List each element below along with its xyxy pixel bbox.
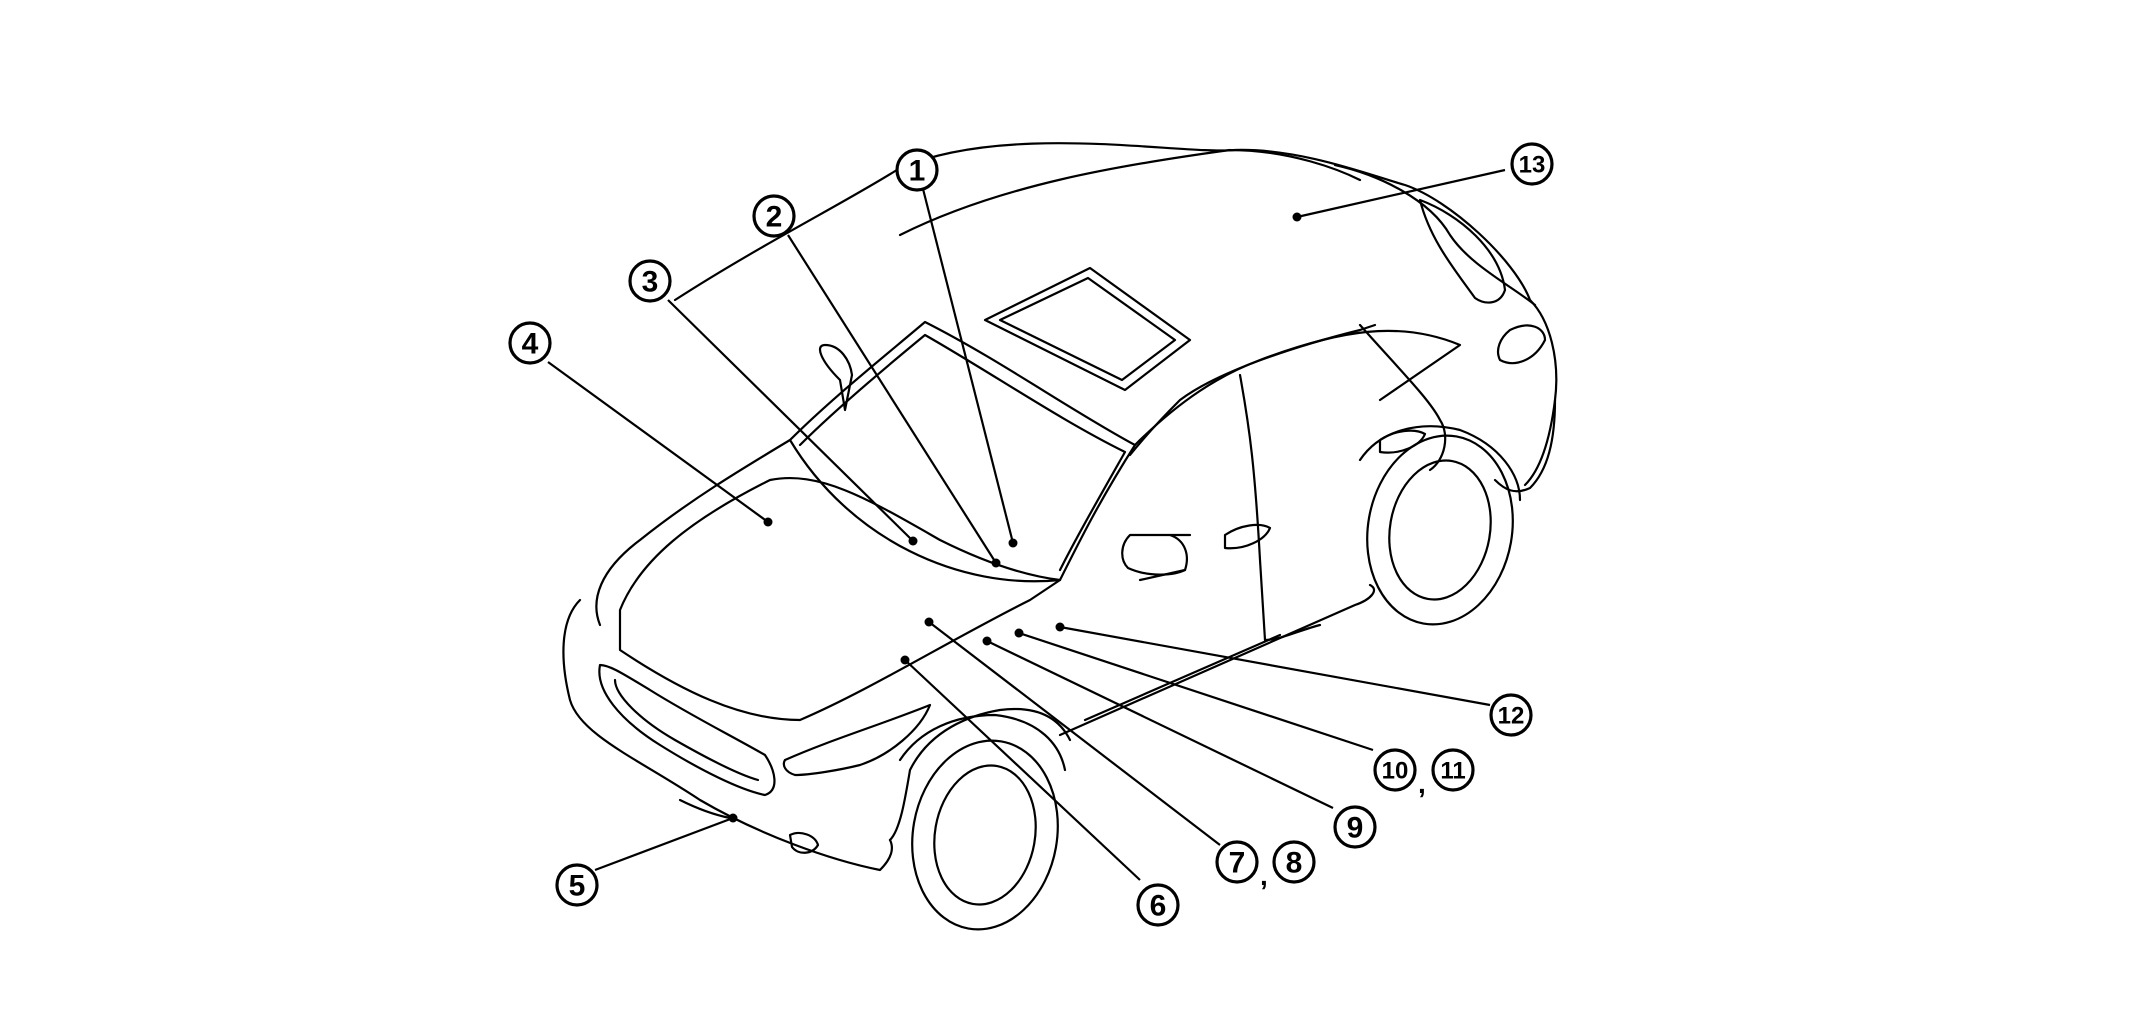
point-3 [908,536,918,546]
point-1 [1008,538,1018,548]
left-side-mirror [818,343,854,412]
point-5 [728,813,738,823]
rear-wheel-tire [1366,434,1514,626]
sunroof-outer [983,266,1192,392]
callout-badge-4: 4 [508,321,552,365]
callout-label-8: 8 [1286,847,1303,880]
rear-wheel-arch [1358,425,1522,502]
front-bumper [562,598,894,872]
point-9 [982,636,992,646]
side-sill [1083,633,1282,722]
rear-lamp-lower [1496,324,1547,365]
front-door-handle [1223,523,1272,550]
leader-lines [547,168,1506,881]
windshield-inner [798,333,1127,572]
point-2 [991,558,1001,568]
b-pillar [1238,373,1267,642]
callout-badge-3: 3 [628,259,672,303]
leader-line-7-8 [928,621,1221,846]
vehicle-outline [562,142,1558,931]
front-fender [888,707,1072,842]
front-wheel-tire [911,739,1059,931]
point-10-11 [1014,628,1024,638]
door-line-lower [1263,623,1322,642]
rear-spoiler [1333,163,1537,307]
front-wheel-rim [933,764,1037,906]
callout-badge-7: 7 [1215,840,1259,884]
callout-label-10: 10 [1382,758,1409,785]
callout-badge-1: 1 [895,148,939,192]
callout-label-3: 3 [642,266,659,299]
callout-label-5: 5 [569,870,586,903]
callout-label-4: 4 [522,328,539,361]
leader-line-12 [1059,625,1491,707]
callout-badge-11: 11 [1431,748,1475,792]
point-13 [1292,212,1302,222]
mirror-arm [1138,533,1192,582]
leader-line-4 [547,361,769,523]
hood-outline [618,476,1062,722]
callout-label-12: 12 [1498,703,1525,730]
point-6 [900,655,910,665]
callout-label-2: 2 [766,201,783,234]
callout-badge-12: 12 [1489,693,1533,737]
point-12 [1055,622,1065,632]
leader-line-9 [986,640,1334,809]
callout-badge-10: 10 [1373,748,1417,792]
callout-points [728,212,1302,823]
callout-badge-9: 9 [1333,805,1377,849]
front-wheel-arch [898,713,1067,772]
rear-door-handle [1378,429,1427,454]
rear-lamp [1418,198,1507,304]
hood-edge [595,438,792,627]
leader-line-1 [920,184,1015,544]
right-side-mirror [1121,533,1188,576]
sunroof-inner [998,276,1177,382]
callout-badges: 1 2 3 4 5 6 7 , 8 9 10 , 11 [508,142,1554,927]
grille-outer [598,663,776,797]
callout-label-7: 7 [1229,847,1246,880]
callout-badge-8: 8 [1272,840,1316,884]
leader-line-6 [904,659,1141,881]
fog-lamp [788,831,820,854]
callout-label-11: 11 [1440,758,1465,785]
callout-separator-7-8: , [1260,860,1268,891]
rocker-line [1058,583,1376,737]
grille-inner [613,678,760,782]
roof-inner-line [898,148,1362,237]
callout-label-6: 6 [1150,890,1167,923]
leader-line-10-11 [1018,631,1374,752]
callout-separator-10-11: , [1418,768,1426,799]
lower-intake [678,798,732,820]
callout-badge-13: 13 [1510,142,1554,186]
callout-badge-6: 6 [1136,883,1180,927]
callout-label-9: 9 [1347,812,1364,845]
side-window-frame [1358,323,1447,472]
headlamp [782,703,932,777]
leader-line-2 [787,234,997,564]
leader-line-13 [1296,168,1506,219]
callout-badge-5: 5 [555,863,599,907]
callout-badge-2: 2 [752,194,796,238]
rear-wheel-rim [1388,459,1492,601]
leader-line-5 [594,816,734,872]
leader-line-3 [667,299,914,542]
point-7-8 [924,617,934,627]
door-window-line [1128,323,1377,457]
callout-label-1: 1 [909,155,926,188]
point-4 [763,517,773,527]
callout-label-13: 13 [1519,152,1546,179]
rear-bumper [1493,398,1557,493]
